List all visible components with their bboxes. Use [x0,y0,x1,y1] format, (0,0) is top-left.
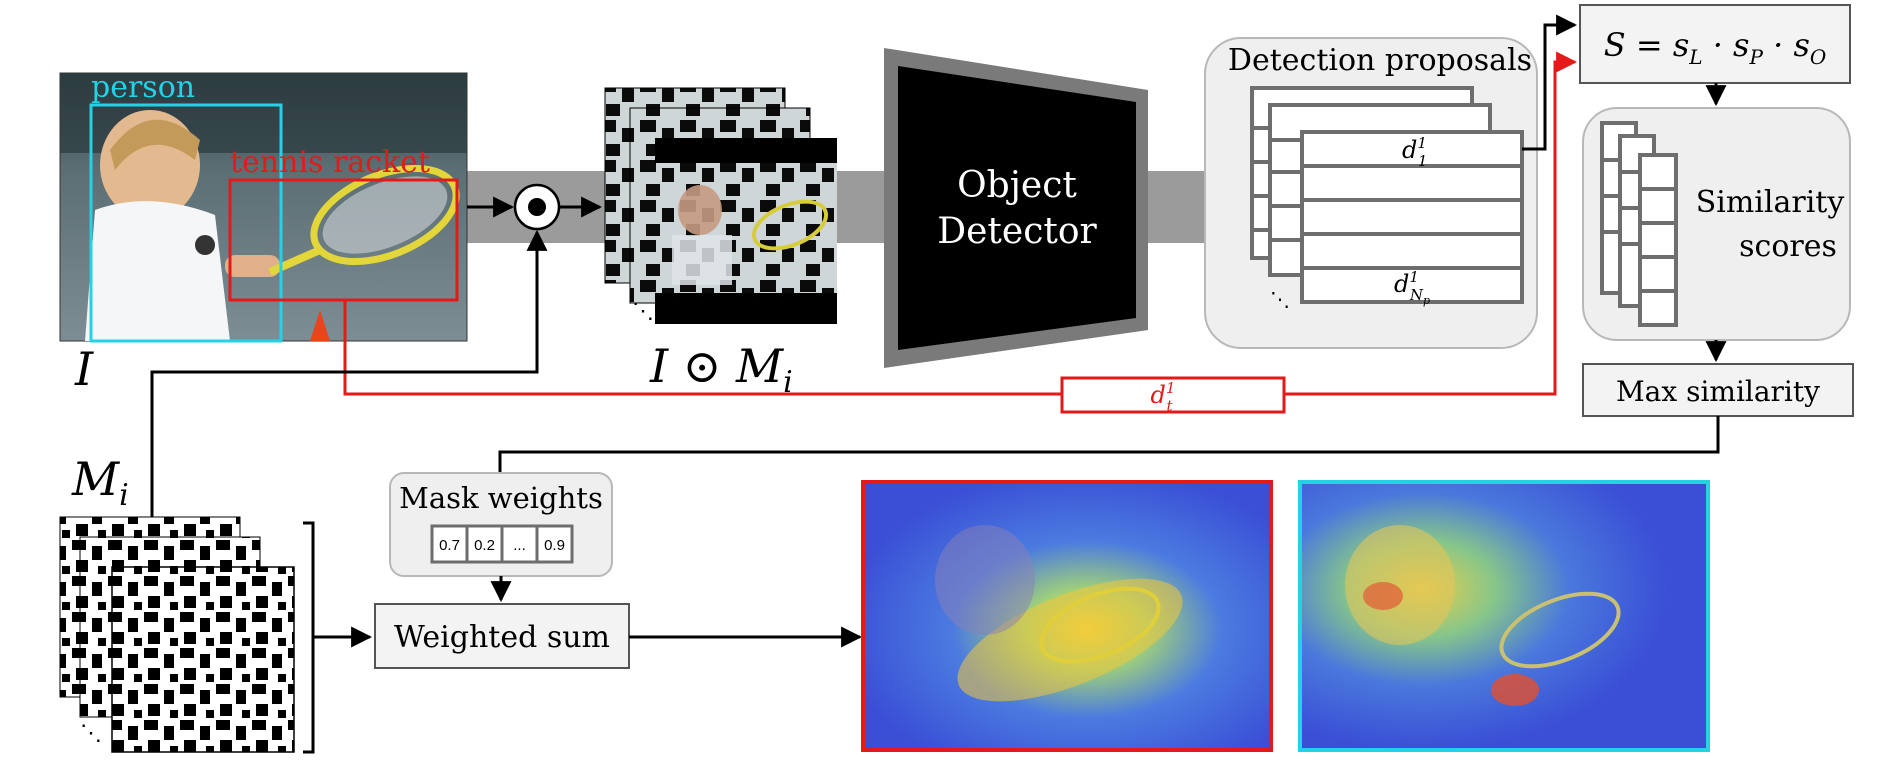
racket-label: tennis racket [230,145,430,180]
detector-label-line2: Detector [937,211,1097,252]
similarity-scores-panel: Similarity scores [1582,107,1851,341]
mask-symbol: Mi [71,452,129,513]
saliency-map-racket [861,480,1273,752]
target-path-right [1284,51,1578,396]
masked-image-stack [604,87,837,324]
person-bbox [89,103,283,343]
target-path-left [343,300,1062,396]
arrow-masks-to-product [150,229,548,517]
weighted-sum-label: Weighted sum [394,620,610,655]
detector-label-line1: Object [957,165,1077,206]
mask-weights-title: Mask weights [399,481,603,515]
mask-weight-value: 0.7 [439,537,460,554]
score-formula: S = sL · sP · sO [1604,26,1827,69]
person-label: person [91,70,195,105]
proposals-title: Detection proposals [1228,43,1532,78]
masked-symbol: I ⊙ Mi [649,339,793,400]
mask-weights-panel: Mask weights 0.7 0.2 ... 0.9 [389,472,613,577]
max-similarity-label: Max similarity [1616,375,1820,408]
mask-stack [59,516,295,753]
mask-weight-value: ... [513,537,526,554]
mask-weight-value: 0.9 [544,537,565,554]
image-symbol: I [74,342,94,396]
arrow-max-to-weights [498,416,1720,473]
mask-bracket [303,521,315,754]
mask-weight-value: 0.2 [474,537,495,554]
similarity-label-line1: Similarity [1696,185,1845,220]
weighted-sum-box: Weighted sum [374,603,630,669]
proposal-cards [1250,86,1524,304]
hadamard-product-icon [513,183,561,231]
score-box: S = sL · sP · sO [1579,4,1851,84]
max-similarity-box: Max similarity [1582,363,1854,417]
saliency-map-person [1298,480,1710,752]
arrow-proposals-to-score [1522,14,1578,151]
masked-ellipsis: ⋱ [632,299,654,324]
proposal-rows [1252,126,1522,270]
mask-ellipsis: ⋱ [80,721,102,746]
input-image: person tennis racket [59,70,468,343]
similarity-label-line2: scores [1739,229,1837,264]
object-detector: Object Detector [884,48,1148,368]
proposals-ellipsis: ⋱ [1270,287,1290,311]
